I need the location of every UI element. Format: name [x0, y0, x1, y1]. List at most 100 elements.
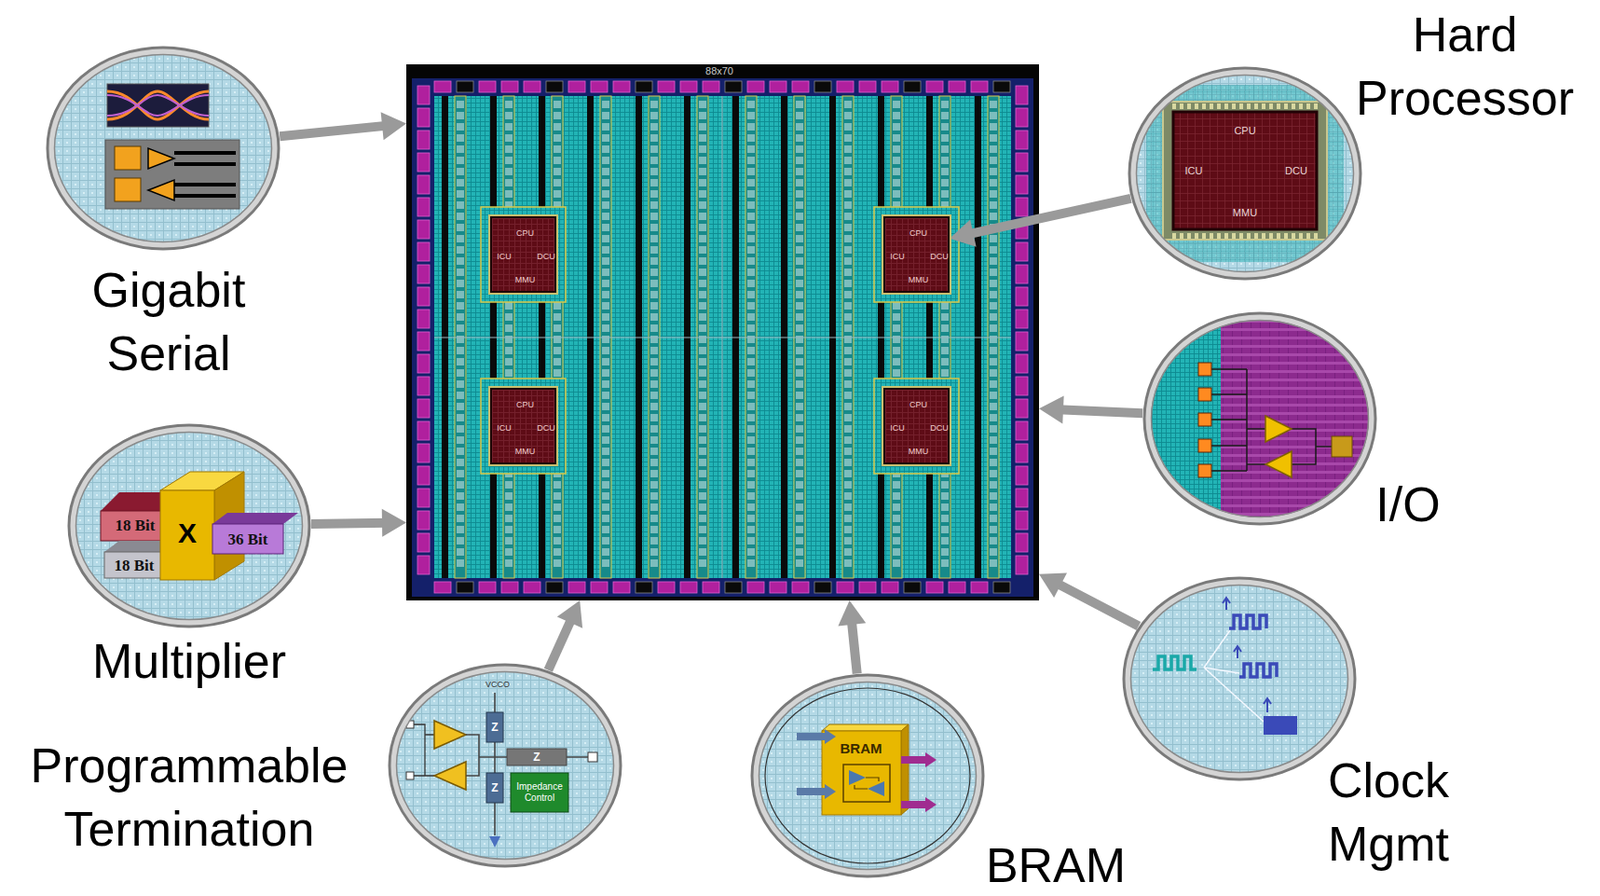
fabric-column [747, 212, 755, 220]
hard-processor-block: CPUICUDCUMMU [490, 387, 557, 465]
fabric-column [698, 480, 707, 489]
fabric-column [456, 335, 465, 343]
fabric-column [795, 257, 804, 265]
fabric-column [650, 190, 658, 198]
fabric-column [553, 480, 561, 489]
callout-circle: Hard ProcessorCPUICUDCUMMU [1127, 66, 1363, 281]
fabric-column [650, 492, 658, 500]
fabric-column [601, 503, 610, 511]
fabric-column [456, 190, 465, 198]
fabric-column [989, 290, 998, 299]
callout-ring [105, 83, 240, 209]
fabric-column [456, 447, 465, 455]
fabric-column [553, 525, 561, 534]
callout-ring [54, 54, 273, 243]
fpga-die [406, 64, 1040, 601]
fabric-column [650, 335, 658, 343]
fabric-column [989, 190, 998, 198]
component-label: X [177, 519, 197, 548]
io-pad-ring [1015, 309, 1028, 329]
fabric-column [601, 402, 610, 411]
fabric-column [698, 525, 707, 534]
io-pad-ring [903, 581, 921, 593]
component-label: DCU [929, 423, 949, 433]
arrow-shaft [968, 198, 1132, 234]
io-pad-ring [993, 581, 1011, 593]
fabric-column [553, 178, 561, 187]
fabric-column [747, 547, 755, 556]
fabric-column [553, 559, 561, 567]
fabric-column [601, 391, 610, 399]
callout-ring [765, 687, 971, 863]
fabric-column [892, 134, 901, 142]
fabric-column [456, 246, 465, 254]
fabric-column [844, 458, 852, 466]
fabric-column [650, 469, 658, 478]
fabric-column [892, 324, 901, 332]
fabric-column [989, 424, 998, 433]
fabric-column [844, 357, 852, 366]
fabric-column [601, 246, 610, 254]
fabric-column [747, 167, 755, 176]
fabric-column [989, 492, 998, 500]
fabric-column [650, 313, 658, 321]
fabric-column [601, 369, 610, 377]
io-pad-ring [417, 85, 430, 105]
fabric-column [601, 111, 610, 120]
callout-arrow [311, 508, 407, 537]
arrow-head [837, 600, 866, 626]
fabric-column [456, 313, 465, 321]
fabric-column [795, 234, 804, 243]
fabric-column [650, 480, 658, 489]
component-label: CPU [909, 229, 928, 238]
callout-ring [1142, 311, 1378, 526]
fabric-column [601, 156, 610, 165]
fabric-column [941, 301, 949, 310]
fabric-column [844, 346, 852, 355]
fabric-column [989, 458, 998, 466]
fabric-column [650, 268, 658, 276]
fabric-column [553, 324, 561, 332]
component-label: Impedance Control [511, 780, 568, 804]
fabric-column [795, 156, 804, 165]
fabric-column [892, 346, 901, 355]
fabric-column [698, 301, 707, 310]
fabric-column [601, 290, 610, 299]
fabric-column [747, 480, 755, 489]
fabric-column [698, 268, 707, 276]
io-pad-ring [417, 242, 430, 261]
fabric-column [650, 167, 658, 176]
hard-processor-block: CPUICUDCUMMU [883, 387, 950, 465]
fabric-column [601, 424, 610, 433]
fabric-column [601, 458, 610, 466]
fabric-column [844, 391, 852, 399]
callout-ring [1129, 68, 1361, 279]
arrow-shaft [279, 125, 388, 137]
io-pad-ring [792, 81, 809, 93]
callout-ring [72, 428, 306, 623]
fabric-column [601, 469, 610, 478]
fabric-column [747, 290, 755, 299]
fabric-column [601, 492, 610, 500]
fabric-column [650, 547, 658, 556]
fabric-column [844, 134, 852, 142]
fabric-column [698, 134, 707, 142]
fabric-column [747, 357, 755, 366]
fabric-column [456, 380, 465, 388]
fabric-column [747, 201, 755, 209]
io-pad-ring [1015, 130, 1028, 150]
fabric-column [456, 145, 465, 153]
fabric-column [698, 123, 707, 131]
fabric-column [844, 469, 852, 478]
callout-caption: BRAM [962, 836, 1149, 893]
arrow-shaft [311, 522, 388, 524]
fabric-column [650, 458, 658, 466]
fabric-column [601, 357, 610, 366]
io-pad-ring [1015, 331, 1028, 351]
fabric-column [601, 536, 610, 545]
fabric-column [941, 525, 949, 534]
io-pad-ring [859, 581, 876, 593]
fabric-column [989, 212, 998, 220]
fabric-column [601, 268, 610, 276]
io-pad-ring [657, 581, 675, 593]
